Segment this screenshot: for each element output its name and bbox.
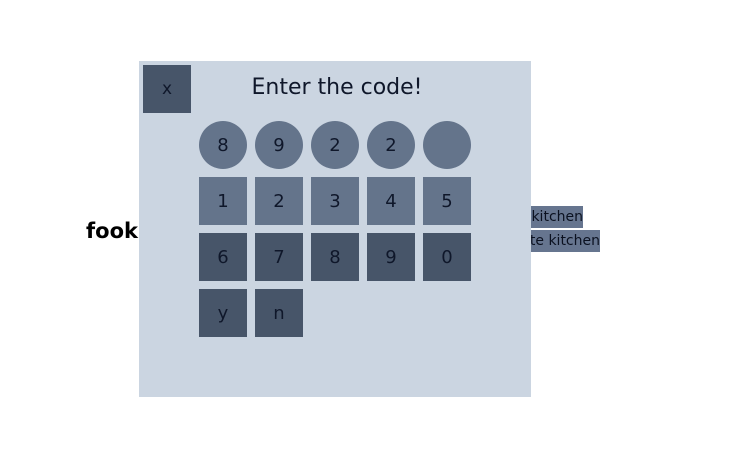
key-6-button[interactable]: 6 <box>199 233 247 281</box>
code-display-row: 8 9 2 2 <box>199 121 471 169</box>
code-entry-modal: x Enter the code! 8 9 2 2 1 2 3 4 5 6 7 … <box>139 61 531 397</box>
background-tag-label: kitchen <box>531 209 583 225</box>
code-slot-1: 8 <box>199 121 247 169</box>
modal-title: Enter the code! <box>251 75 423 100</box>
key-9-button[interactable]: 9 <box>367 233 415 281</box>
background-tag-kitchen[interactable]: kitchen <box>531 206 583 228</box>
key-0-button[interactable]: 0 <box>423 233 471 281</box>
code-slot-2: 9 <box>255 121 303 169</box>
key-5-button[interactable]: 5 <box>423 177 471 225</box>
key-2-button[interactable]: 2 <box>255 177 303 225</box>
key-4-button[interactable]: 4 <box>367 177 415 225</box>
key-3-button[interactable]: 3 <box>311 177 359 225</box>
key-1-button[interactable]: 1 <box>199 177 247 225</box>
cancel-button[interactable]: n <box>255 289 303 337</box>
background-tag-te-kitchen[interactable]: te kitchen <box>531 230 600 252</box>
keypad-grid: 8 9 2 2 1 2 3 4 5 6 7 8 9 0 y <box>199 121 471 345</box>
code-slot-3: 2 <box>311 121 359 169</box>
code-slot-4: 2 <box>367 121 415 169</box>
background-tag-label: te kitchen <box>531 233 600 249</box>
close-button[interactable]: x <box>143 65 191 113</box>
keypad-row-2: 6 7 8 9 0 <box>199 233 471 281</box>
code-slot-5 <box>423 121 471 169</box>
keypad-row-3: y n <box>199 289 471 337</box>
background-heading: fook <box>86 219 138 243</box>
key-7-button[interactable]: 7 <box>255 233 303 281</box>
keypad-row-1: 1 2 3 4 5 <box>199 177 471 225</box>
key-8-button[interactable]: 8 <box>311 233 359 281</box>
confirm-button[interactable]: y <box>199 289 247 337</box>
